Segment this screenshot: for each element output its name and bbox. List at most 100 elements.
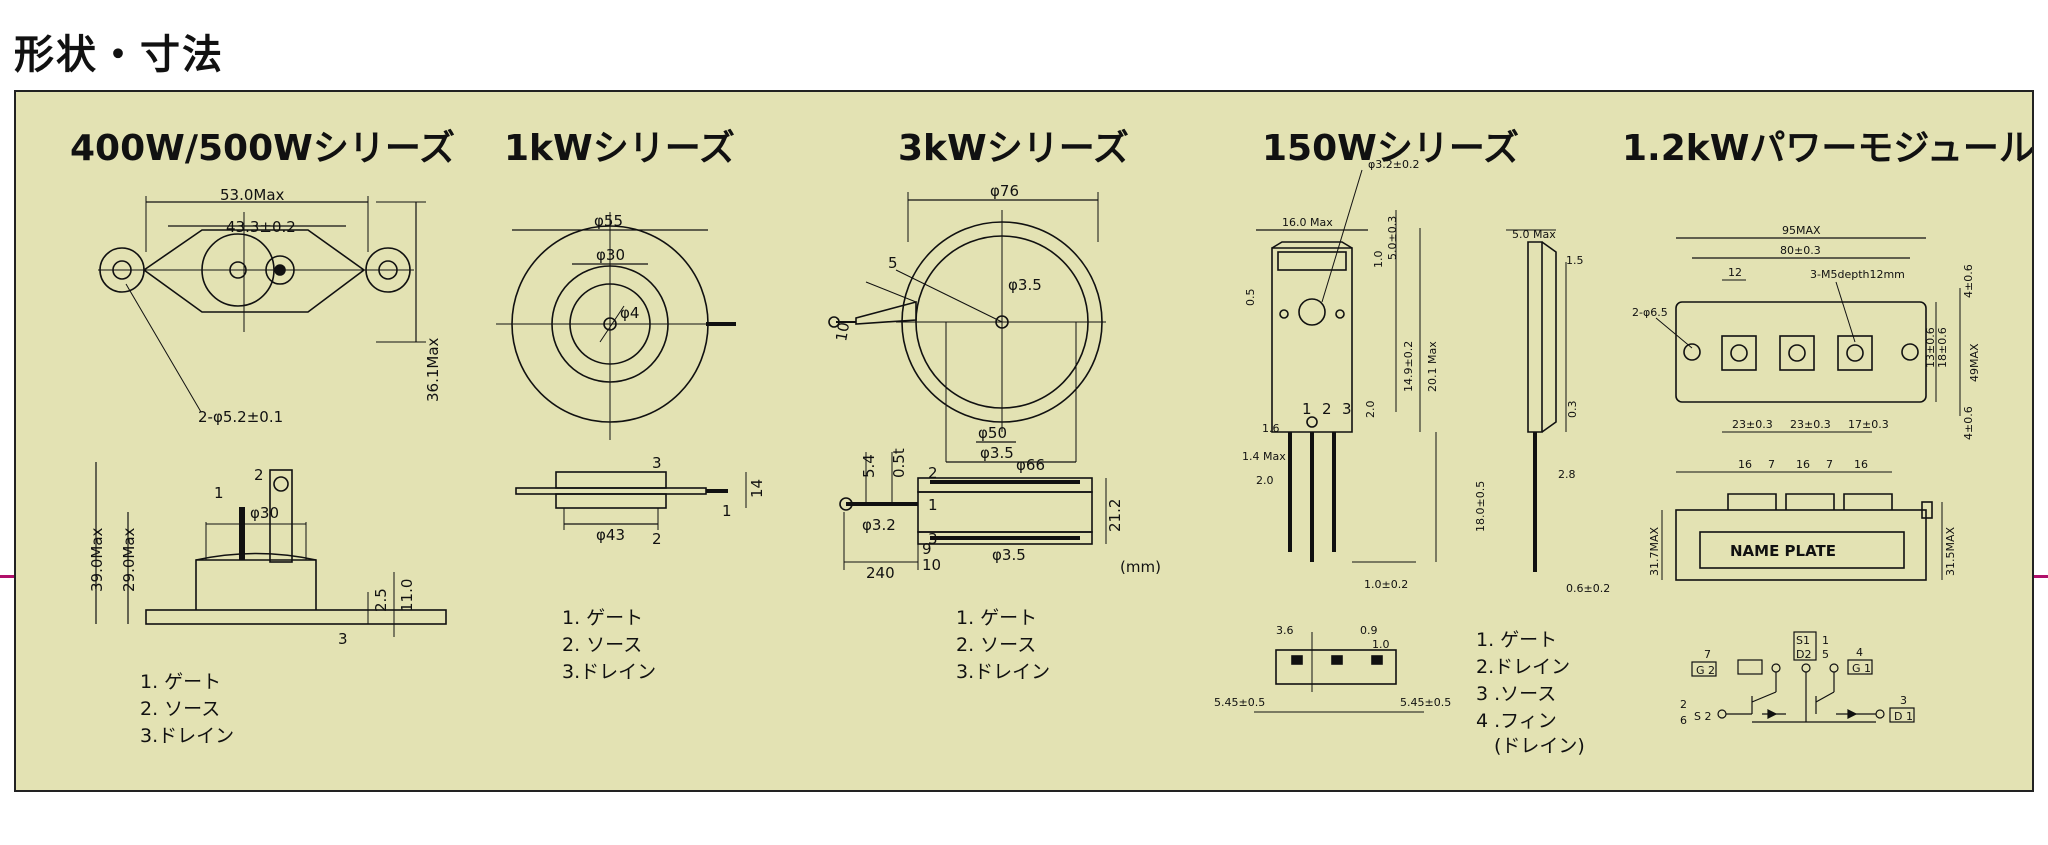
dim-label: 80±0.3 xyxy=(1780,244,1821,257)
dim-label: 12 xyxy=(1728,266,1742,279)
unit-label: (mm) xyxy=(1120,558,1161,576)
front-view xyxy=(1256,169,1437,563)
terminal-label: G 1 xyxy=(1852,662,1871,675)
dim-label: φ3.2 xyxy=(862,516,896,534)
dim-label: 1.0 xyxy=(1372,638,1390,651)
dim-label: 1.0 xyxy=(1372,251,1385,269)
side-view xyxy=(839,441,1107,570)
legend-item: 1. ゲート xyxy=(140,671,221,693)
dim-label: φ3.2±0.2 xyxy=(1368,158,1419,171)
dim-label: 23±0.3 xyxy=(1790,418,1831,431)
dim-label: 16 xyxy=(1796,458,1810,471)
series-title: 3kWシリーズ xyxy=(898,127,1129,169)
dim-label: 2-φ6.5 xyxy=(1632,306,1668,319)
bottom-view xyxy=(1254,632,1424,713)
series-title: 1.2kWパワーモジュール xyxy=(1622,128,2032,169)
pin-label: 2 xyxy=(652,530,662,548)
dim-label: 3-M5depth12mm xyxy=(1810,268,1905,281)
dim-label: 31.5MAX xyxy=(1944,526,1957,576)
legend-item: 1. ゲート xyxy=(956,607,1037,629)
terminal-label: 6 xyxy=(1680,714,1687,727)
dim-label: 3.6 xyxy=(1276,624,1294,637)
dim-label: φ30 xyxy=(596,246,625,264)
dim-label: 5 xyxy=(888,254,898,272)
dim-label: φ43 xyxy=(596,526,625,544)
side-view xyxy=(1661,471,1943,581)
dimension-drawings: 400W/500Wシリーズ 53.0Max 43.3±0.2 36.1Max xyxy=(70,127,2035,757)
dim-label: 18.0±0.5 xyxy=(1474,481,1487,532)
dim-label: φ76 xyxy=(990,182,1019,200)
page-title: 形状・寸法 xyxy=(14,32,224,78)
dim-label: 43.3±0.2 xyxy=(226,218,296,236)
dim-label: φ66 xyxy=(1016,456,1045,474)
legend-item: (ドレイン) xyxy=(1494,735,1585,757)
top-view xyxy=(98,196,426,413)
terminal-label: 1 xyxy=(1822,634,1829,647)
legend-item: 2.ドレイン xyxy=(1476,656,1570,678)
dim-label: 0.9 xyxy=(1360,624,1378,637)
dim-label: 20.1 Max xyxy=(1426,341,1439,392)
circuit-symbol xyxy=(1691,631,1915,723)
dim-label: 2.0 xyxy=(1256,474,1274,487)
dim-label: 2-φ5.2±0.1 xyxy=(198,408,283,426)
terminal-label: 5 xyxy=(1822,648,1829,661)
dim-label: 7 xyxy=(1826,458,1833,471)
pin-label: 3 xyxy=(1342,400,1352,418)
legend-item: 3 .ソース xyxy=(1476,683,1556,705)
pin-label: 3 xyxy=(652,454,662,472)
pin-label: 1 xyxy=(722,502,732,520)
dim-label: 95MAX xyxy=(1782,224,1821,237)
terminal-label: D 1 xyxy=(1894,710,1913,723)
dim-label: 5.0 Max xyxy=(1512,228,1556,241)
pin-label: 3 xyxy=(928,530,938,548)
terminal-label: S 2 xyxy=(1694,710,1711,723)
side-view xyxy=(1506,229,1567,572)
dim-label: 16 xyxy=(1854,458,1868,471)
terminal-label: G 2 xyxy=(1696,664,1715,677)
dim-label: 16.0 Max xyxy=(1282,216,1333,229)
dim-label: 0.5t xyxy=(890,448,908,478)
dim-label: 13±0.6 xyxy=(1924,327,1937,368)
dim-label: 2.8 xyxy=(1558,468,1576,481)
dim-label: 0.3 xyxy=(1566,401,1579,419)
dim-label: 1.5 xyxy=(1566,254,1584,267)
dim-label: 1.4 Max xyxy=(1242,450,1286,463)
terminal-label: 2 xyxy=(1680,698,1687,711)
pin-label: 1 xyxy=(1302,400,1312,418)
dim-label: 39.0Max xyxy=(88,527,106,592)
series-title: 150Wシリーズ xyxy=(1262,127,1519,169)
dim-label: 29.0Max xyxy=(120,527,138,592)
dim-label: 21.2 xyxy=(1106,499,1124,532)
series-1-2kw-module: 1.2kWパワーモジュール 95MAX 80±0.3 12 3-M5depth1… xyxy=(1622,128,2035,727)
dim-label: 5.0±0.3 xyxy=(1386,216,1399,260)
dim-label: 5.45±0.5 xyxy=(1400,696,1451,709)
dim-label: 31.7MAX xyxy=(1648,526,1661,576)
dim-label: 14.9±0.2 xyxy=(1402,341,1415,392)
dim-label: 23±0.3 xyxy=(1732,418,1773,431)
terminal-label: 7 xyxy=(1704,648,1711,661)
terminal-label: D2 xyxy=(1796,648,1811,661)
dim-label: φ3.5 xyxy=(980,444,1014,462)
dim-label: 10 xyxy=(832,321,853,343)
dim-label: 18±0.6 xyxy=(1936,327,1949,368)
series-150w: 150Wシリーズ φ3.2±0.2 16.0 Max 1.0 5.0±0.3 0… xyxy=(1214,127,1610,757)
dim-label: 9 xyxy=(922,540,932,558)
pin-label: 3 xyxy=(338,630,348,648)
dim-label: 16 xyxy=(1738,458,1752,471)
terminal-label: 4 xyxy=(1856,646,1863,659)
series-1kw: 1kWシリーズ φ55 φ30 φ4 3 1 2 1 xyxy=(496,127,766,683)
series-3kw: 3kWシリーズ φ76 5 10 φ3.5 xyxy=(828,127,1161,683)
pin-label: 2 xyxy=(254,466,264,484)
side-view xyxy=(515,471,747,530)
dim-label: 0.5 xyxy=(1244,289,1257,307)
legend-item: 4 .フィン xyxy=(1476,710,1557,732)
dim-label: φ30 xyxy=(250,504,279,522)
legend-item: 3.ドレイン xyxy=(140,725,234,747)
side-view xyxy=(95,462,447,637)
accent-line-right xyxy=(2034,575,2048,578)
top-view xyxy=(1655,237,1961,433)
dim-label: 7 xyxy=(1768,458,1775,471)
dim-label: 2.0 xyxy=(1364,401,1377,419)
dim-label: 2.5 xyxy=(372,588,390,612)
dim-label: 11.0 xyxy=(398,579,416,612)
